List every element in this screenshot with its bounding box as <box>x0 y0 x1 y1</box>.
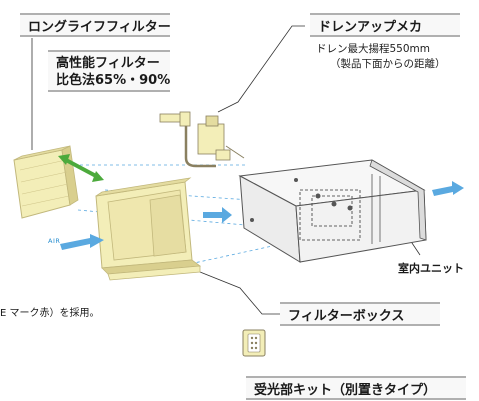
remote-receiver-icon <box>242 329 266 357</box>
leader-drain <box>217 25 305 113</box>
long-life-filter-label: ロングライフフィルター <box>20 13 171 37</box>
filter-box-label: フィルターボックス <box>280 302 440 326</box>
double-arrow-icon <box>58 154 104 182</box>
indoor-unit-label: 室内ユニット <box>398 262 464 275</box>
air-label: AIR <box>48 237 61 245</box>
high-performance-filter-line1: 高性能フィルター <box>56 56 160 71</box>
side-text-fragment: E マーク赤）を採用。 <box>0 308 100 319</box>
drain-up-label: ドレンアップメカ <box>310 13 460 37</box>
leader-lines <box>31 25 421 315</box>
drain-note-line1: ドレン最大揚程550mm <box>316 43 430 55</box>
air-arrow-icon <box>60 181 464 250</box>
high-performance-filter-line2: 比色法65%・90% <box>56 73 171 88</box>
drain-note-line2: （製品下面からの距離） <box>330 58 446 70</box>
leader-filter-box <box>189 267 280 315</box>
high-performance-filter-label: 高性能フィルター 比色法65%・90% <box>48 50 170 92</box>
drain-up-mechanism <box>159 111 245 168</box>
receiver-kit-label: 受光部キット（別置きタイプ） <box>246 376 466 400</box>
filter-box-frame <box>95 177 202 281</box>
long-life-filter-panel <box>13 145 79 219</box>
indoor-unit <box>238 159 427 263</box>
